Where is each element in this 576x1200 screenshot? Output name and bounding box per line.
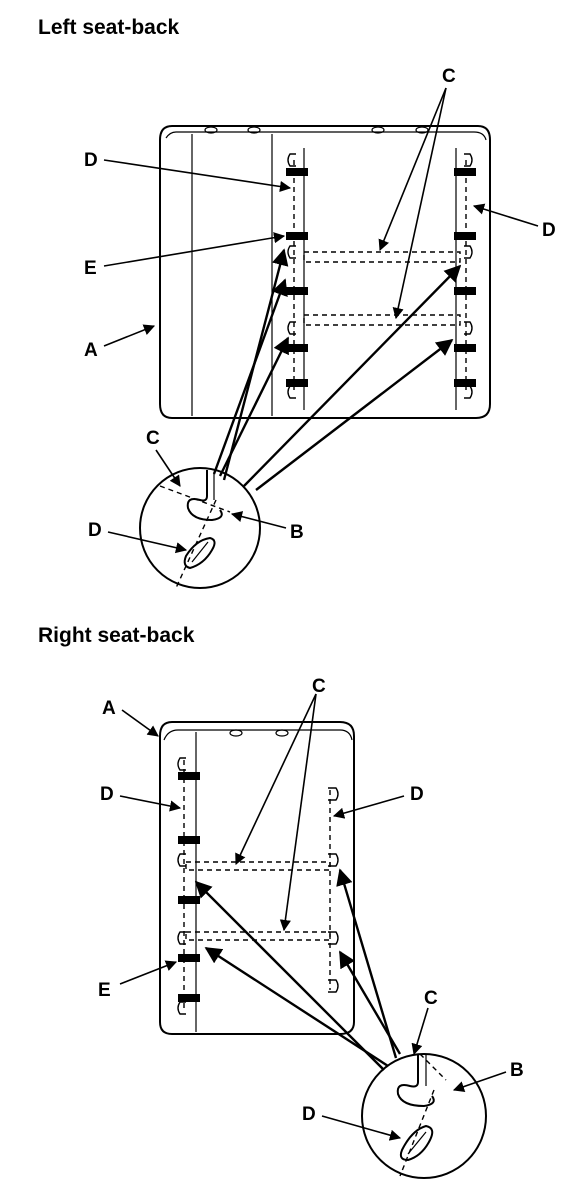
left-leader-arrows — [212, 248, 462, 491]
left-hooks — [287, 153, 473, 399]
right-seat-back-panel — [159, 721, 355, 1035]
left-label-d-detail: D — [88, 520, 102, 541]
left-clips — [286, 168, 476, 387]
left-label-b: B — [290, 522, 304, 543]
left-label-c-detail: C — [146, 428, 160, 449]
right-clips — [178, 772, 200, 1002]
right-label-c-detail: C — [424, 988, 438, 1009]
left-dashed-seams — [293, 160, 467, 394]
right-hooks — [177, 757, 339, 1015]
right-label-d-1: D — [100, 784, 114, 805]
right-label-d-2: D — [410, 784, 424, 805]
right-label-d-detail: D — [302, 1104, 316, 1125]
left-detail-circle — [139, 467, 261, 589]
right-detail-circle — [361, 1053, 487, 1179]
right-leader-arrows — [194, 868, 402, 1071]
right-label-leaders — [119, 693, 507, 1141]
right-label-c-top: C — [312, 676, 326, 697]
left-label-d-1: D — [84, 150, 98, 171]
right-label-b: B — [510, 1060, 524, 1081]
left-label-leaders — [103, 87, 539, 554]
right-label-e: E — [98, 980, 111, 1001]
left-seat-back-title: Left seat-back — [38, 16, 180, 39]
left-label-d-2: D — [542, 220, 556, 241]
right-seat-back-title: Right seat-back — [38, 624, 195, 647]
right-dashed-seams — [183, 760, 331, 1010]
right-label-a: A — [102, 698, 116, 719]
left-label-a: A — [84, 340, 98, 361]
left-label-e: E — [84, 258, 97, 279]
left-label-c-top: C — [442, 66, 456, 87]
left-seat-back-panel — [159, 125, 491, 419]
